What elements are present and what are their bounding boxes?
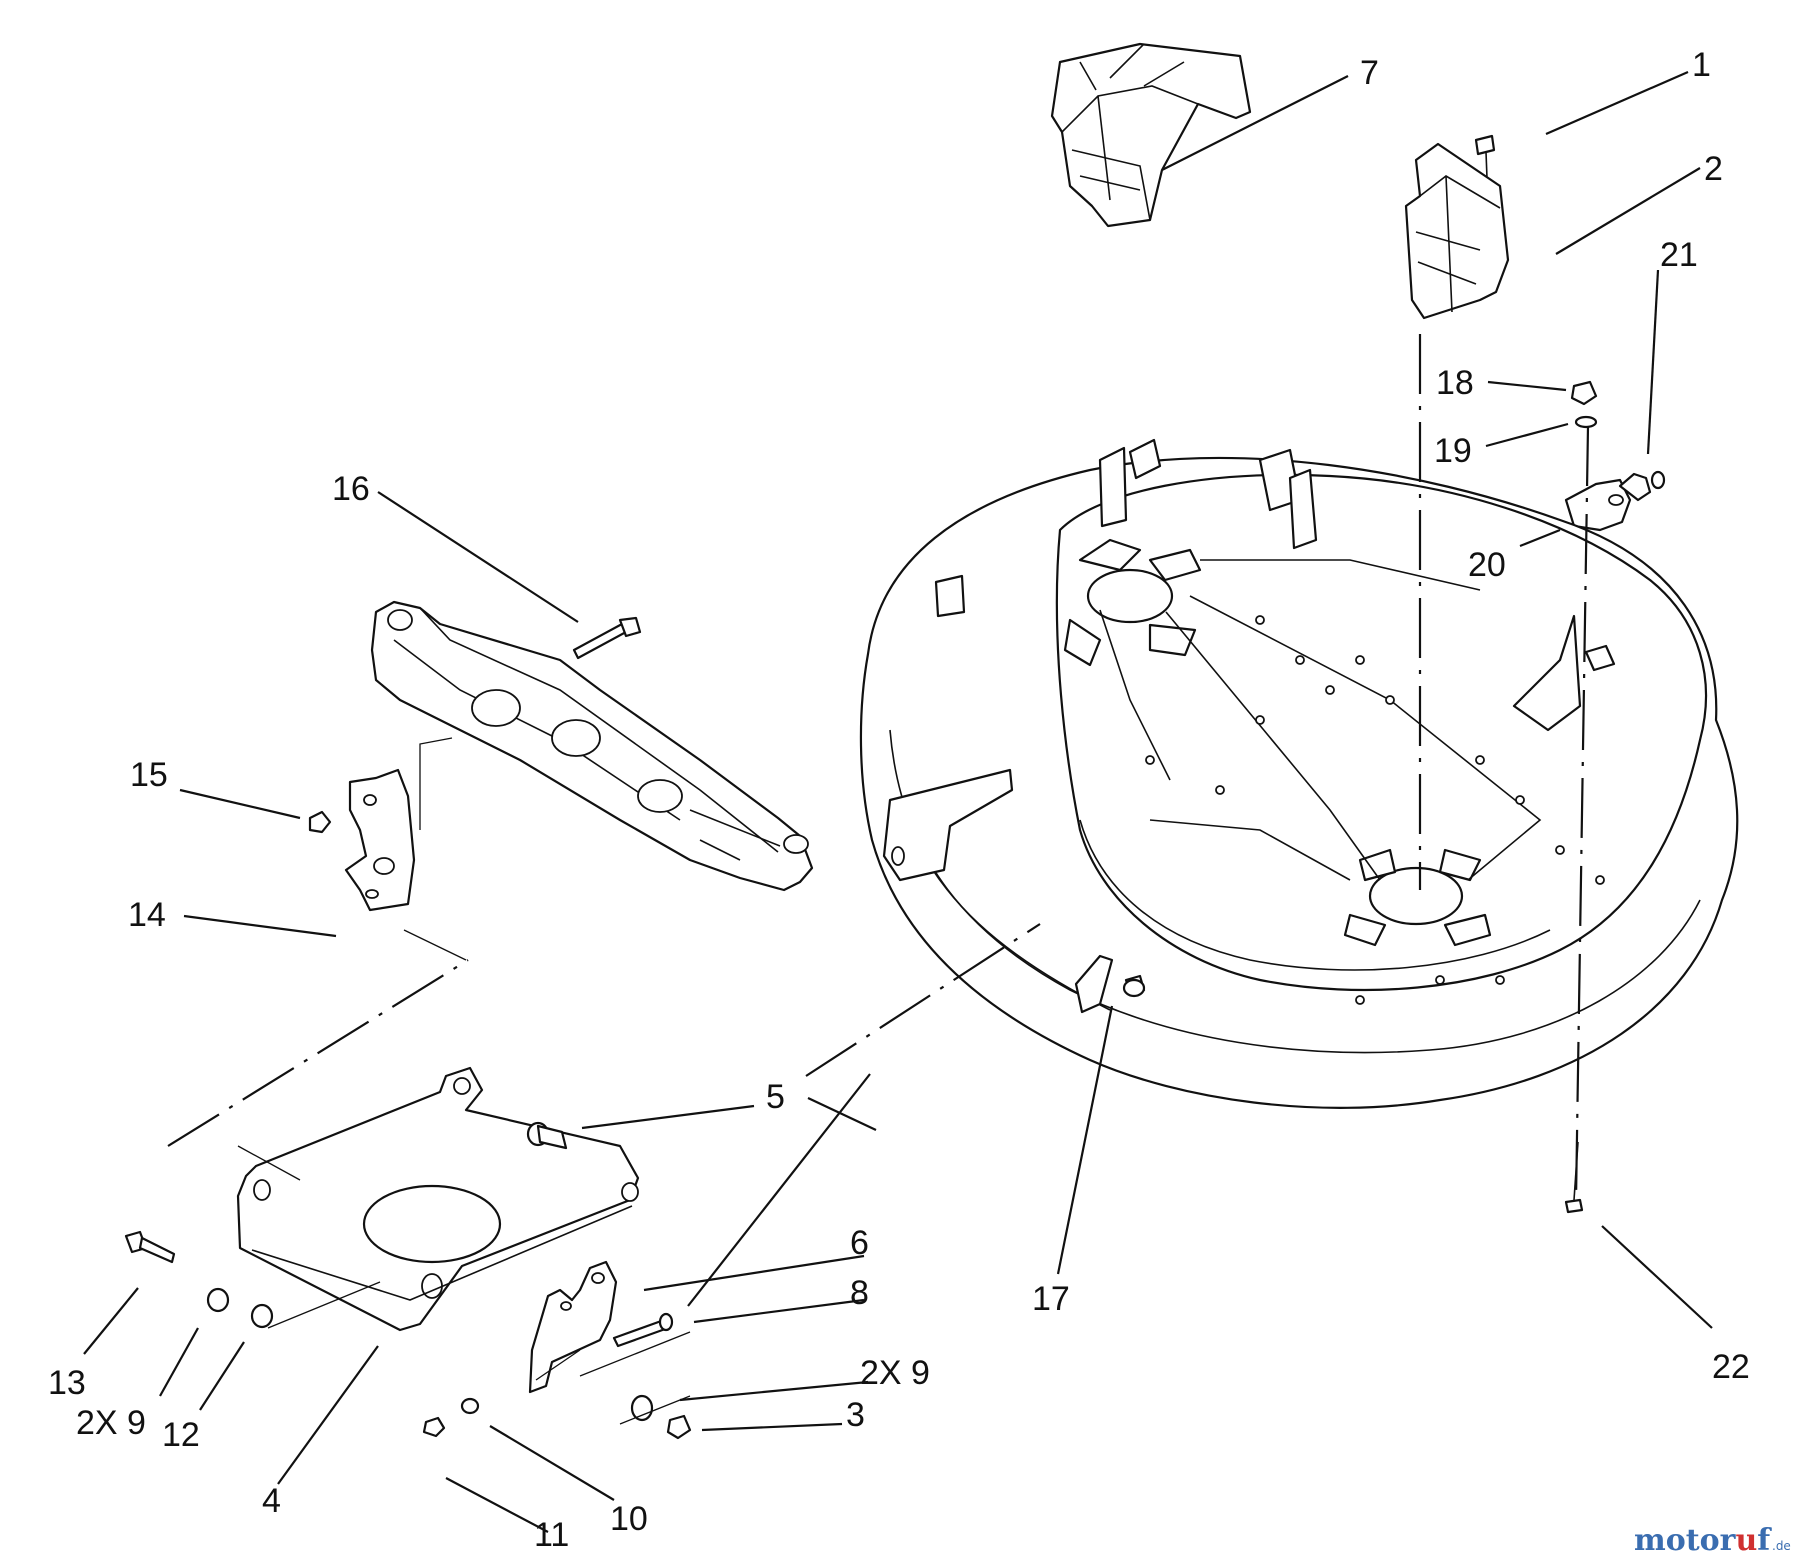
callout-11: 11: [534, 1516, 569, 1554]
part-16-bolt: [572, 616, 642, 660]
part-5-shoulder-bolt: [526, 1121, 568, 1150]
callout-5: 5: [766, 1078, 785, 1116]
svg-text:motoruf: motoruf: [1634, 1523, 1772, 1558]
watermark-logo: motoruf .de: [1634, 1523, 1791, 1558]
part-22-bolt: [1564, 1141, 1584, 1214]
lift-arm: [370, 600, 814, 892]
callout-22: 22: [1712, 1348, 1750, 1386]
callout-labels: 1 2 7 21 18 19 20 16 15 14 5 6 8 2X 9 3 …: [48, 46, 1750, 1554]
callout-19: 19: [1434, 432, 1472, 470]
callout-6: 6: [850, 1224, 869, 1262]
callout-12: 12: [162, 1416, 200, 1454]
leader-lines: [83, 70, 1713, 1533]
callout-21: 21: [1660, 236, 1698, 274]
part-8-bolt: [612, 1312, 674, 1348]
callout-14: 14: [128, 896, 166, 934]
mower-deck: [859, 438, 1739, 1109]
callout-9-left: 2X 9: [76, 1404, 146, 1442]
callout-20: 20: [1468, 546, 1506, 584]
part-19-washer: [1574, 415, 1598, 429]
callout-2: 2: [1704, 150, 1723, 188]
part-9-washer-right: [630, 1394, 654, 1422]
callout-13: 13: [48, 1364, 86, 1402]
part-18-nut: [1570, 380, 1598, 406]
part-10-washer: [460, 1397, 480, 1415]
callout-9-right: 2X 9: [860, 1354, 930, 1392]
part-21-pin: [1650, 470, 1666, 490]
part-2-deflector: [1404, 142, 1510, 320]
part-11-nut: [422, 1416, 446, 1438]
part-20-bracket: [1564, 472, 1652, 532]
part-13-bolt: [124, 1230, 176, 1264]
callout-16: 16: [332, 470, 370, 508]
callout-8: 8: [850, 1274, 869, 1312]
part-14-bracket: [344, 768, 416, 912]
callout-17: 17: [1032, 1280, 1070, 1318]
part-4-mounting-plate: [236, 1066, 640, 1332]
part-9-washer-left: [206, 1287, 230, 1313]
part-6-bracket: [528, 1260, 618, 1394]
part-15-nut: [308, 810, 332, 834]
part-7-discharge-cover: [1050, 42, 1252, 228]
callout-4: 4: [262, 1482, 281, 1520]
part-17-bushing: [1122, 978, 1146, 998]
callout-7: 7: [1360, 54, 1379, 92]
callout-3: 3: [846, 1396, 865, 1434]
part-12-spacer: [250, 1303, 274, 1329]
callout-1: 1: [1692, 46, 1711, 84]
callout-15: 15: [130, 756, 168, 794]
svg-text:.de: .de: [1772, 1539, 1791, 1553]
callout-10: 10: [610, 1500, 648, 1538]
part-3-nut: [666, 1414, 692, 1440]
callout-18: 18: [1436, 364, 1474, 402]
assembly-lines: [167, 334, 1590, 1425]
